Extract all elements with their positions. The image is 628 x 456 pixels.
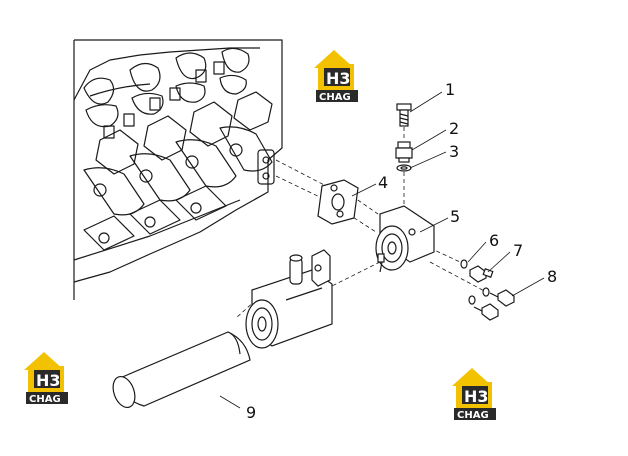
- callout-1: 1: [445, 80, 455, 99]
- callout-3: 3: [449, 142, 459, 161]
- svg-text:H3: H3: [464, 387, 489, 406]
- part-9-filter: [112, 331, 251, 409]
- callout-5: 5: [450, 207, 460, 226]
- svg-text:H3: H3: [326, 69, 351, 88]
- svg-text:CHAG: CHAG: [29, 394, 61, 405]
- part-7-plug: [469, 265, 494, 283]
- callout-7: 7: [513, 241, 523, 260]
- watermark-logo-top: H3 CHAG: [314, 50, 358, 103]
- callout-leaders: [219, 91, 545, 409]
- callout-2: 2: [449, 119, 459, 138]
- part-1-bolt: [396, 103, 412, 127]
- callout-4: 4: [378, 173, 388, 192]
- callout-9: 9: [246, 403, 256, 422]
- callout-8: 8: [547, 267, 557, 286]
- callout-6: 6: [489, 231, 499, 250]
- svg-text:CHAG: CHAG: [319, 92, 351, 103]
- filter-head: [245, 249, 333, 349]
- part-4-gasket: [317, 179, 359, 225]
- svg-text:CHAG: CHAG: [457, 410, 489, 421]
- part-8-bolts: [468, 287, 515, 321]
- engine-block: [73, 39, 283, 300]
- svg-text:H3: H3: [36, 371, 61, 390]
- watermark-logo-left: H3 CHAG: [24, 352, 68, 405]
- part-6-o-ring: [460, 259, 468, 269]
- part-3-washer: [396, 164, 412, 172]
- part-5-adapter: [375, 205, 435, 273]
- watermark-logo-right: H3 CHAG: [452, 368, 496, 421]
- part-2-fitting: [395, 141, 413, 163]
